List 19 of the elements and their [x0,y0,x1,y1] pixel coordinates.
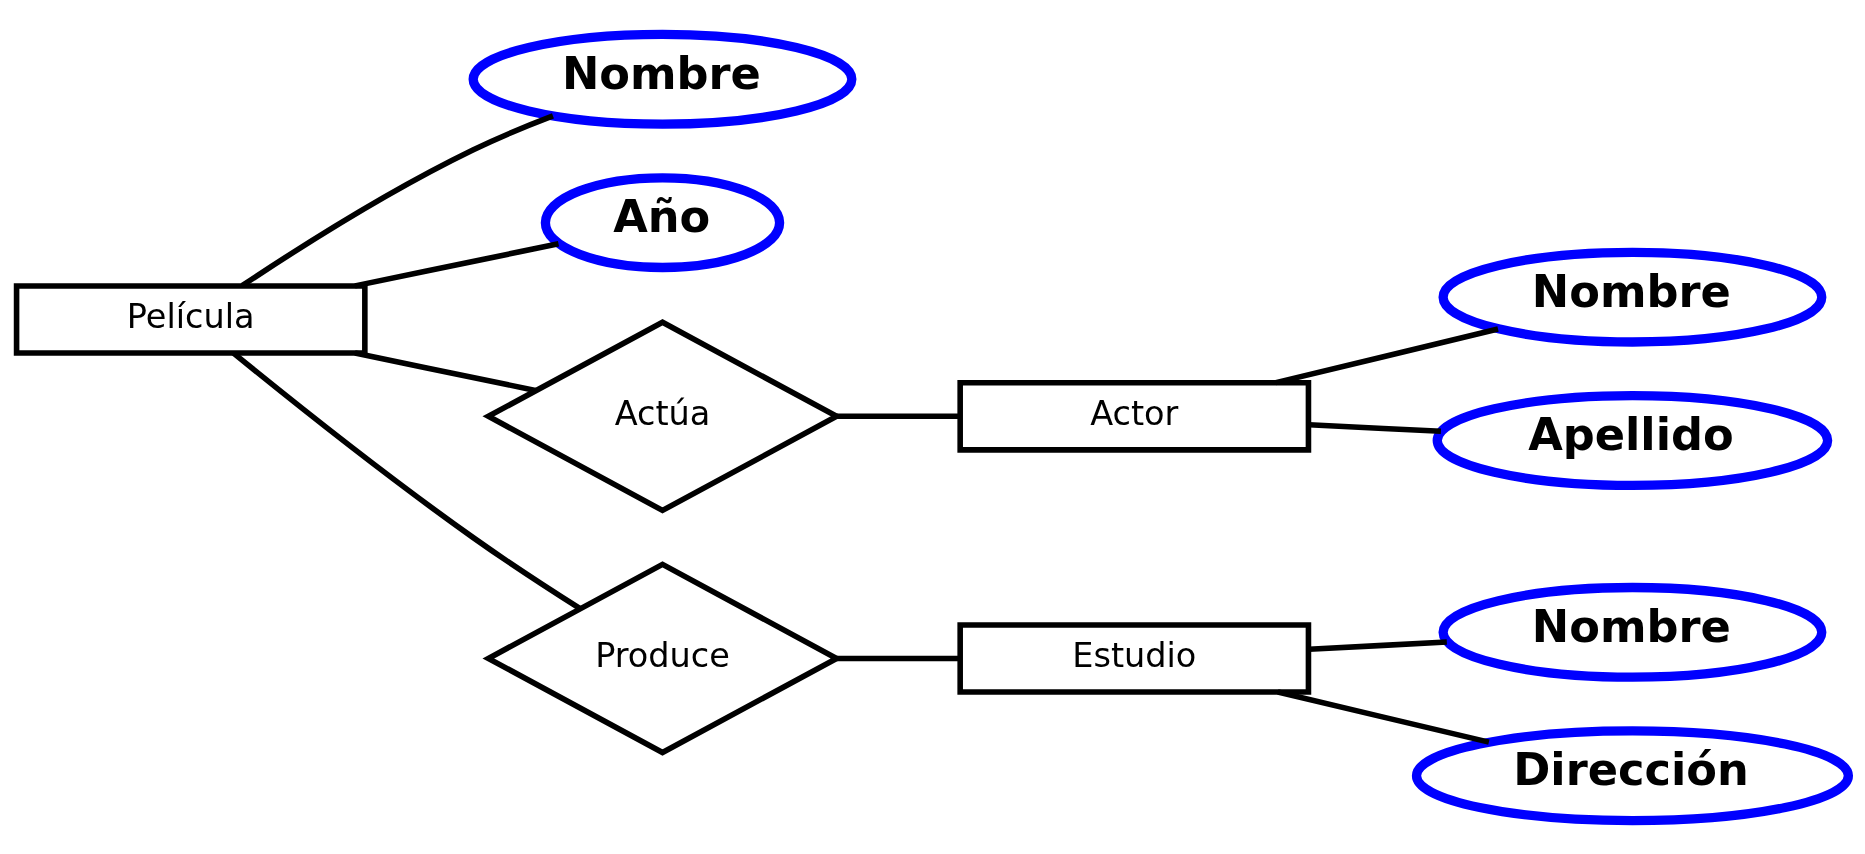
connector [354,240,560,289]
node-ellipse: Dirección [1411,725,1853,825]
connector [1275,325,1499,385]
connector [231,350,582,611]
connector [1277,688,1490,745]
connector [240,112,554,288]
node-ellipse: Nombre [1438,247,1827,347]
node-ellipse: Nombre [1438,582,1827,682]
node-box: Estudio [957,621,1312,695]
connector [354,349,536,393]
connector [836,413,960,419]
node-ellipse: Año [540,172,785,272]
connector [1308,421,1442,434]
node-box: Actor [957,379,1312,453]
node-ellipse: Apellido [1432,390,1833,490]
connector [1308,638,1447,652]
node-ellipse: Nombre [468,29,857,129]
node-box: Película [13,282,368,356]
connector [836,655,960,661]
